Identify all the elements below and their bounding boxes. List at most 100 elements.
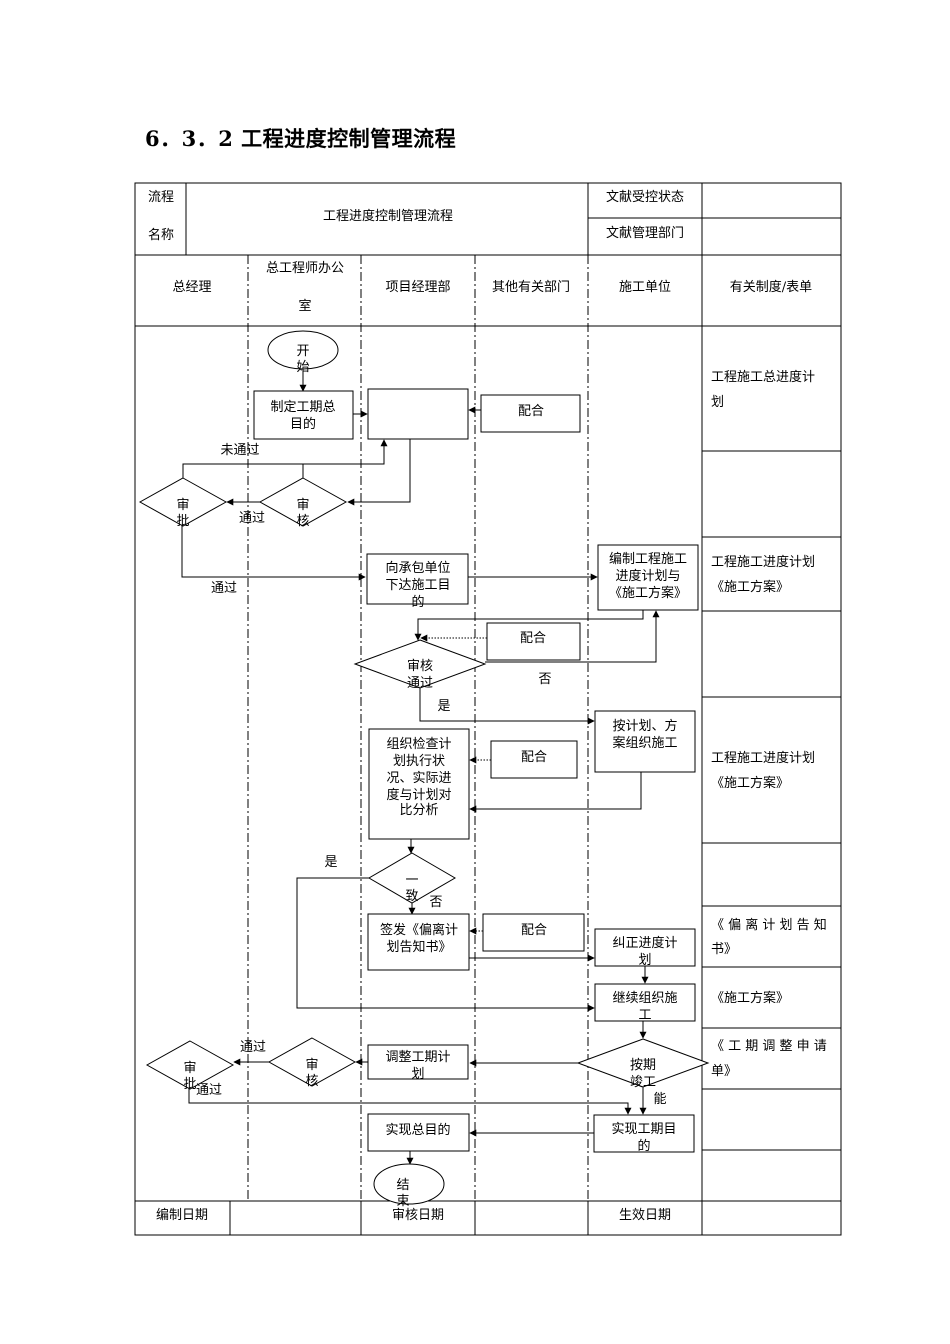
set-target-label-2: 目的 — [290, 416, 316, 432]
yes-label-1: 是 — [437, 699, 450, 714]
doc-status-label: 文献受控状态 — [606, 190, 684, 205]
lane-general-manager: 总经理 — [172, 280, 211, 295]
coop-box-1 — [480, 394, 581, 433]
lane-chief-engineer-2: 室 — [298, 298, 311, 314]
review1-label-2: 核 — [296, 514, 309, 529]
plan-label-1: 编制工程施工 — [609, 552, 687, 567]
passed-label-1: 通过 — [239, 511, 265, 526]
coop-label-4: 配合 — [521, 923, 547, 938]
review2-label-2: 通过 — [407, 676, 433, 691]
set-target-label-1: 制定工期总 — [270, 400, 335, 415]
coop-box-4 — [482, 913, 585, 952]
can-label: 能 — [653, 1092, 666, 1107]
achieve-total-box — [367, 1113, 470, 1152]
ontime-label-2: 竣工 — [630, 1075, 656, 1090]
review3-label-1: 审 — [305, 1058, 318, 1073]
achieve-label-1: 实现工期目 — [611, 1122, 676, 1137]
continue-label-1: 继续组织施 — [612, 991, 677, 1006]
check-label-4: 度与计划对 — [386, 787, 451, 803]
build-label-1: 按计划、方 — [612, 718, 677, 734]
achieve-label-2: 的 — [637, 1138, 650, 1154]
coop-label-3: 配合 — [521, 750, 547, 765]
achieve-total-label: 实现总目的 — [385, 1122, 450, 1138]
check-label-1: 组织检查计 — [386, 737, 451, 752]
lane-forms: 有关制度/表单 — [730, 279, 812, 295]
not-passed-label: 未通过 — [220, 443, 259, 458]
form-6a: 《 工 期 调 整 申 请 — [711, 1039, 827, 1054]
review-diamond-1 — [258, 477, 348, 527]
check-label-3: 况、实际进 — [386, 771, 451, 786]
schedule-plan-box — [597, 544, 699, 611]
passed-label-2: 通过 — [211, 581, 237, 596]
agree-label-1: 一 — [405, 873, 418, 888]
issue-label-1: 向承包单位 — [385, 560, 450, 576]
passed-label-3: 通过 — [240, 1040, 266, 1055]
coop-box-2 — [486, 622, 581, 661]
approve1-label-1: 审 — [176, 498, 189, 513]
progress-check-box — [368, 728, 470, 840]
doc-dept-label: 文献管理部门 — [606, 226, 684, 241]
correct-label-2: 划 — [638, 953, 651, 968]
start-label-2: 始 — [296, 360, 309, 375]
continue-label-2: 工 — [638, 1008, 651, 1023]
table-frame — [134, 182, 842, 1236]
coop-label-2: 配合 — [520, 631, 546, 646]
notice-label-1: 签发《偏离计 — [380, 922, 458, 938]
organize-construction-box — [594, 710, 696, 773]
end-label-1: 结 — [396, 1178, 409, 1193]
agree-label-2: 致 — [405, 889, 418, 904]
form-2a: 工程施工进度计划 — [711, 554, 815, 570]
approve1-label-2: 批 — [176, 514, 189, 529]
end-label-2: 束 — [396, 1194, 409, 1209]
build-label-2: 案组织施工 — [612, 736, 677, 751]
check-label-2: 划执行状 — [393, 754, 445, 769]
ontime-label-1: 按期 — [630, 1058, 656, 1073]
correct-plan-box — [594, 928, 696, 967]
issue-target-box — [366, 553, 469, 605]
form-3a: 工程施工进度计划 — [711, 750, 815, 766]
pm-draft-box — [367, 388, 469, 440]
correct-label-1: 纠正进度计 — [612, 935, 677, 951]
approve2-label-2: 批 — [183, 1077, 196, 1092]
review-diamond-3 — [267, 1037, 357, 1087]
approve-diamond-1 — [138, 477, 228, 527]
plan-label-2: 进度计划与 — [615, 568, 680, 584]
review2-label-1: 审核 — [407, 659, 433, 674]
adjust-label-2: 划 — [411, 1067, 424, 1082]
compile-date-label: 编制日期 — [156, 1208, 208, 1223]
achieve-schedule-box — [593, 1114, 695, 1153]
deviation-notice-box — [367, 913, 470, 971]
lane-other-depts: 其他有关部门 — [492, 280, 570, 295]
notice-label-2: 划告知书》 — [386, 939, 451, 955]
end-terminal — [373, 1163, 445, 1205]
coop-box-3 — [490, 740, 578, 779]
review-date-label: 审核日期 — [392, 1208, 444, 1223]
form-4a: 《 偏 离 计 划 告 知 — [711, 917, 827, 933]
form-1a: 工程施工总进度计 — [711, 369, 815, 385]
form-1b: 划 — [711, 395, 724, 410]
form-4b: 书》 — [711, 942, 737, 957]
continue-construction-box — [594, 983, 696, 1022]
form-2b: 《施工方案》 — [711, 579, 789, 595]
coop-label-1: 配合 — [518, 404, 544, 419]
process-name-value: 工程进度控制管理流程 — [323, 208, 453, 224]
form-3b: 《施工方案》 — [711, 775, 789, 791]
start-label-1: 开 — [296, 344, 309, 359]
issue-label-3: 的 — [411, 594, 424, 610]
lane-chief-engineer-1: 总工程师办公 — [266, 261, 344, 276]
set-target-box — [253, 390, 354, 440]
process-name-label-1: 流程 — [148, 190, 174, 205]
process-name-label-2: 名称 — [148, 227, 174, 243]
issue-label-2: 下达施工目 — [385, 578, 450, 593]
review1-label-1: 审 — [296, 498, 309, 513]
no-label-1: 否 — [538, 672, 551, 687]
page-title: 6．3．2 工程进度控制管理流程 — [145, 126, 457, 151]
form-5: 《施工方案》 — [711, 990, 789, 1006]
form-6b: 单》 — [711, 1064, 737, 1079]
yes-label-2: 是 — [324, 855, 337, 870]
effective-date-label: 生效日期 — [619, 1208, 671, 1223]
plan-label-3: 《施工方案》 — [609, 585, 687, 601]
check-label-5: 比分析 — [399, 803, 438, 818]
lane-contractor: 施工单位 — [619, 280, 671, 295]
